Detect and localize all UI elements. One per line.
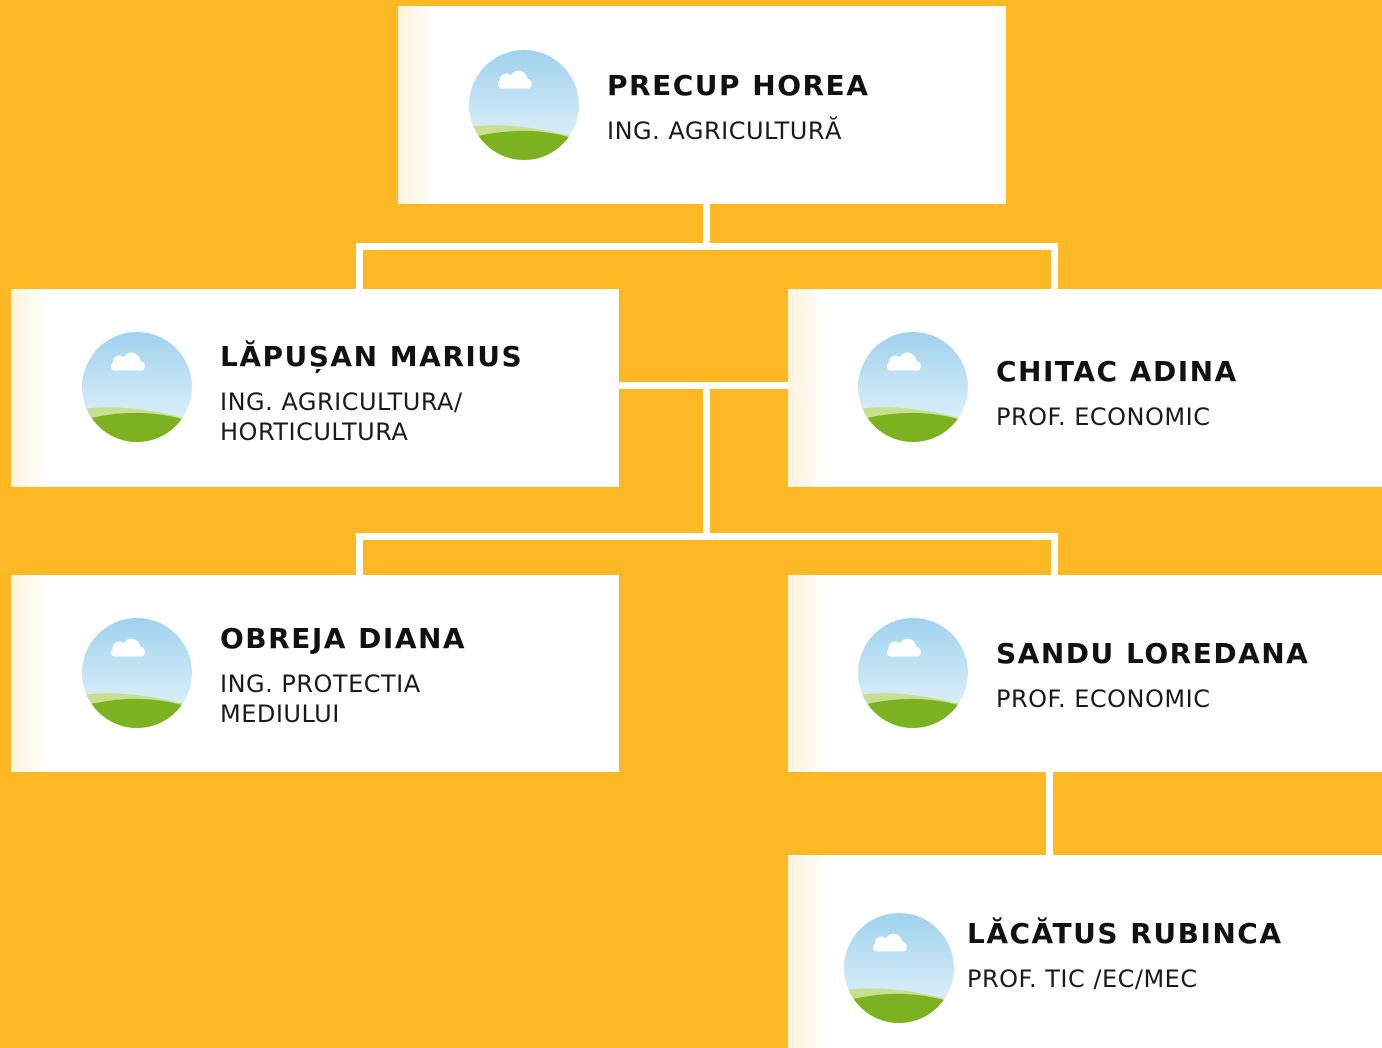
- org-node-lapusan-marius[interactable]: LĂPUȘAN MARIUS ING. AGRICULTURA/ HORTICU…: [11, 289, 619, 487]
- person-role: PROF. TIC /EC/MEC: [967, 964, 1283, 994]
- avatar-graphic: [469, 50, 579, 160]
- node-info: CHITAC ADINA PROF. ECONOMIC: [996, 358, 1238, 432]
- card-shade: [11, 575, 49, 772]
- avatar-graphic: [82, 618, 192, 728]
- connector-level1-right: [1051, 243, 1058, 291]
- role-line: MEDIULUI: [220, 700, 340, 728]
- role-line: HORTICULTURA: [220, 418, 409, 446]
- person-name: LĂCĂTUS RUBINCA: [967, 917, 1283, 950]
- connector-level2-bar: [356, 533, 1058, 540]
- connector-root-down: [703, 204, 710, 248]
- node-info: LĂPUȘAN MARIUS ING. AGRICULTURA/ HORTICU…: [220, 343, 523, 447]
- connector-level2-right: [1051, 533, 1058, 577]
- org-node-lacatus-rubinca[interactable]: LĂCĂTUS RUBINCA PROF. TIC /EC/MEC: [788, 855, 1382, 1048]
- role-line: ING. AGRICULTURĂ: [607, 117, 842, 145]
- org-node-chitac-adina[interactable]: CHITAC ADINA PROF. ECONOMIC: [788, 289, 1382, 487]
- person-name: SANDU LOREDANA: [996, 637, 1310, 670]
- connector-level1-bar: [356, 243, 1058, 250]
- person-role: ING. AGRICULTURA/ HORTICULTURA: [220, 387, 523, 447]
- landscape-placeholder-icon: [858, 332, 968, 442]
- connector-level3-down: [1046, 770, 1053, 856]
- node-info: PRECUP HOREA ING. AGRICULTURĂ: [607, 72, 869, 146]
- card-shade: [398, 6, 436, 204]
- connector-middle-down: [703, 382, 710, 540]
- landscape-placeholder-icon: [82, 618, 192, 728]
- card-shade: [788, 855, 826, 1048]
- card-shade: [788, 289, 826, 487]
- person-name: OBREJA DIANA: [220, 622, 467, 655]
- avatar-graphic: [844, 913, 954, 1023]
- node-info: SANDU LOREDANA PROF. ECONOMIC: [996, 640, 1309, 714]
- person-role: PROF. ECONOMIC: [996, 402, 1238, 432]
- connector-level1-left: [356, 243, 363, 291]
- landscape-placeholder-icon: [82, 332, 192, 442]
- person-name: LĂPUȘAN MARIUS: [220, 340, 524, 373]
- card-shade: [788, 575, 826, 772]
- person-name: PRECUP HOREA: [607, 69, 870, 102]
- person-role: ING. PROTECTIA MEDIULUI: [220, 669, 466, 729]
- role-line: PROF. TIC /EC/MEC: [967, 965, 1198, 993]
- connector-level2-left: [356, 533, 363, 577]
- avatar-graphic: [858, 332, 968, 442]
- person-name: CHITAC ADINA: [996, 355, 1238, 388]
- avatar-graphic: [858, 618, 968, 728]
- person-role: PROF. ECONOMIC: [996, 684, 1309, 714]
- landscape-placeholder-icon: [469, 50, 579, 160]
- role-line: ING. PROTECTIA: [220, 670, 421, 698]
- role-line: PROF. ECONOMIC: [996, 403, 1211, 431]
- org-node-precup-horea[interactable]: PRECUP HOREA ING. AGRICULTURĂ: [398, 6, 1006, 204]
- avatar-graphic: [82, 332, 192, 442]
- landscape-placeholder-icon: [844, 913, 954, 1023]
- role-line: ING. AGRICULTURA/: [220, 388, 463, 416]
- person-role: ING. AGRICULTURĂ: [607, 116, 869, 146]
- role-line: PROF. ECONOMIC: [996, 685, 1211, 713]
- node-info: OBREJA DIANA ING. PROTECTIA MEDIULUI: [220, 625, 466, 729]
- org-node-obreja-diana[interactable]: OBREJA DIANA ING. PROTECTIA MEDIULUI: [11, 575, 619, 772]
- card-shade: [11, 289, 49, 487]
- org-node-sandu-loredana[interactable]: SANDU LOREDANA PROF. ECONOMIC: [788, 575, 1382, 772]
- node-info: LĂCĂTUS RUBINCA PROF. TIC /EC/MEC: [967, 920, 1283, 994]
- landscape-placeholder-icon: [858, 618, 968, 728]
